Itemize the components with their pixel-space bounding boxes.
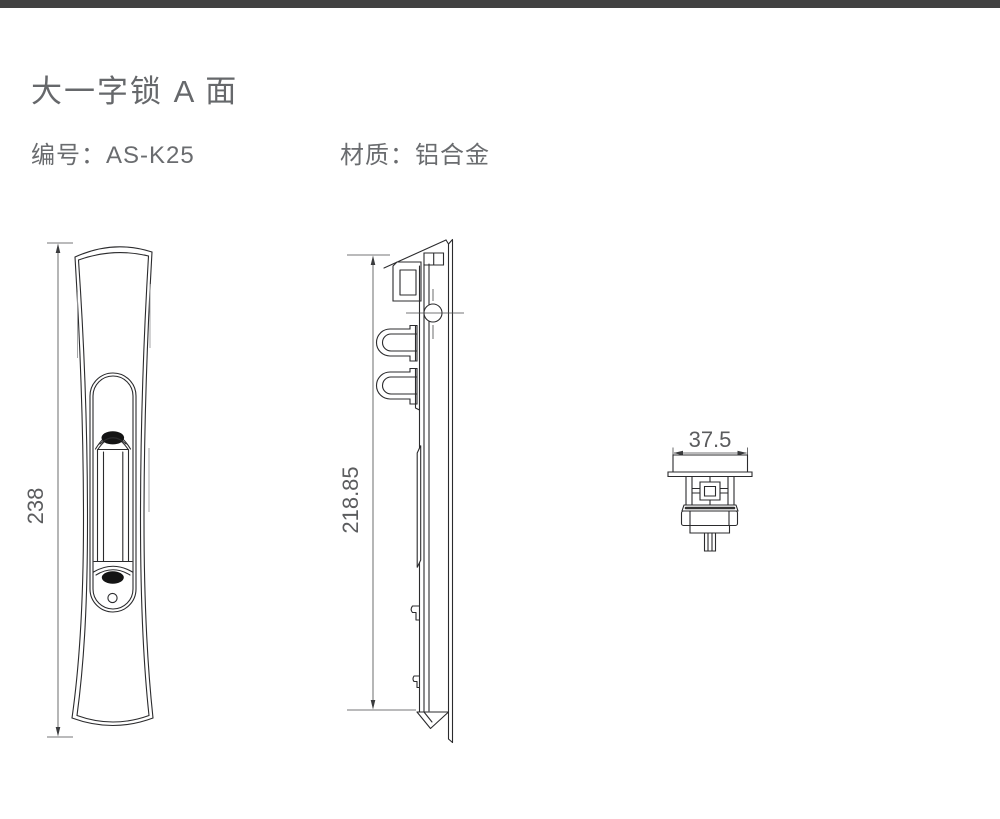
top-accent-bar	[0, 0, 1000, 8]
detail-view-drawing: 37.5	[650, 427, 770, 563]
side-screw-hole	[406, 289, 464, 339]
side-clip-lower	[413, 676, 420, 688]
product-code-label: 编号：	[31, 142, 106, 169]
front-latch-handle	[94, 431, 133, 602]
detail-dim-label: 37.5	[689, 427, 732, 452]
side-hook-upper	[377, 326, 418, 362]
front-dim-label: 238	[23, 488, 48, 525]
side-spring-blade	[417, 446, 421, 568]
detail-dimension: 37.5	[673, 427, 748, 458]
side-dim-label: 218.85	[338, 466, 363, 533]
side-bottom-tip	[417, 712, 449, 729]
side-view-drawing: 218.85	[338, 232, 470, 748]
side-hook-lower	[377, 369, 420, 411]
side-face-strip	[449, 240, 453, 743]
detail-cover-plate	[668, 455, 752, 477]
product-code-value: AS-K25	[106, 142, 195, 169]
side-top-bracket	[384, 240, 449, 301]
material-value: 铝合金	[415, 142, 490, 169]
front-body-outline	[72, 247, 153, 726]
front-view-drawing: 238	[23, 235, 180, 750]
side-clip-upper	[411, 606, 419, 620]
side-dimension: 218.85	[338, 255, 416, 710]
front-slot	[90, 373, 136, 612]
front-dimension: 238	[23, 243, 73, 737]
detail-bracket	[686, 477, 734, 506]
product-code-field: 编号：AS-K25	[31, 140, 195, 172]
detail-collar	[682, 505, 739, 533]
detail-stem	[705, 533, 716, 551]
material-field: 材质：铝合金	[340, 140, 490, 172]
material-label: 材质：	[340, 142, 415, 169]
page-title: 大一字锁 A 面	[31, 74, 239, 109]
